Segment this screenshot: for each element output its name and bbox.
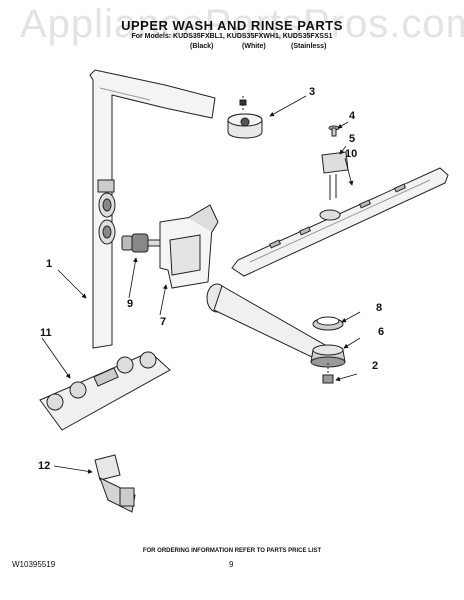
part-5-hub (321, 151, 349, 200)
callout-7: 7 (160, 316, 167, 328)
page-number: 9 (229, 560, 234, 569)
callout-12: 12 (38, 460, 51, 472)
callout-6: 6 (378, 326, 385, 338)
part-9-connector (121, 233, 163, 253)
document-number: W10395519 (12, 560, 56, 569)
part-8-ring (312, 316, 344, 331)
leader-lines (41, 95, 361, 474)
part-11-spray-assembly (39, 351, 171, 431)
part-3-spray-manifold (227, 96, 263, 139)
callout-5: 5 (349, 133, 356, 145)
part-1-conduit (89, 69, 216, 349)
page-title: UPPER WASH AND RINSE PARTS (121, 18, 343, 33)
callout-4: 4 (349, 110, 356, 122)
model-list: For Models: KUDS35FXBL1, KUDS35FXWH1, KU… (131, 33, 333, 40)
callout-10: 10 (345, 148, 358, 160)
part-2-fitting (322, 363, 334, 384)
callout-11: 11 (40, 327, 52, 339)
callout-2: 2 (372, 360, 379, 372)
callout-3: 3 (309, 86, 316, 98)
part-4-screw (328, 125, 340, 137)
part-12-clip (94, 454, 136, 513)
finish-stainless: (Stainless) (291, 43, 327, 50)
watermark: AppliancePartsPros.com (20, 2, 464, 46)
ordering-note: FOR ORDERING INFORMATION REFER TO PARTS … (142, 548, 322, 554)
part-6-adapter (310, 344, 346, 368)
finish-black: (Black) (190, 43, 214, 50)
callout-9: 9 (127, 298, 134, 310)
callout-8: 8 (376, 302, 383, 314)
callout-1: 1 (46, 258, 53, 270)
part-7-bracket (159, 204, 219, 289)
supply-tube (206, 283, 326, 361)
part-10-spray-arm (231, 167, 449, 277)
finish-white: (White) (242, 43, 266, 50)
